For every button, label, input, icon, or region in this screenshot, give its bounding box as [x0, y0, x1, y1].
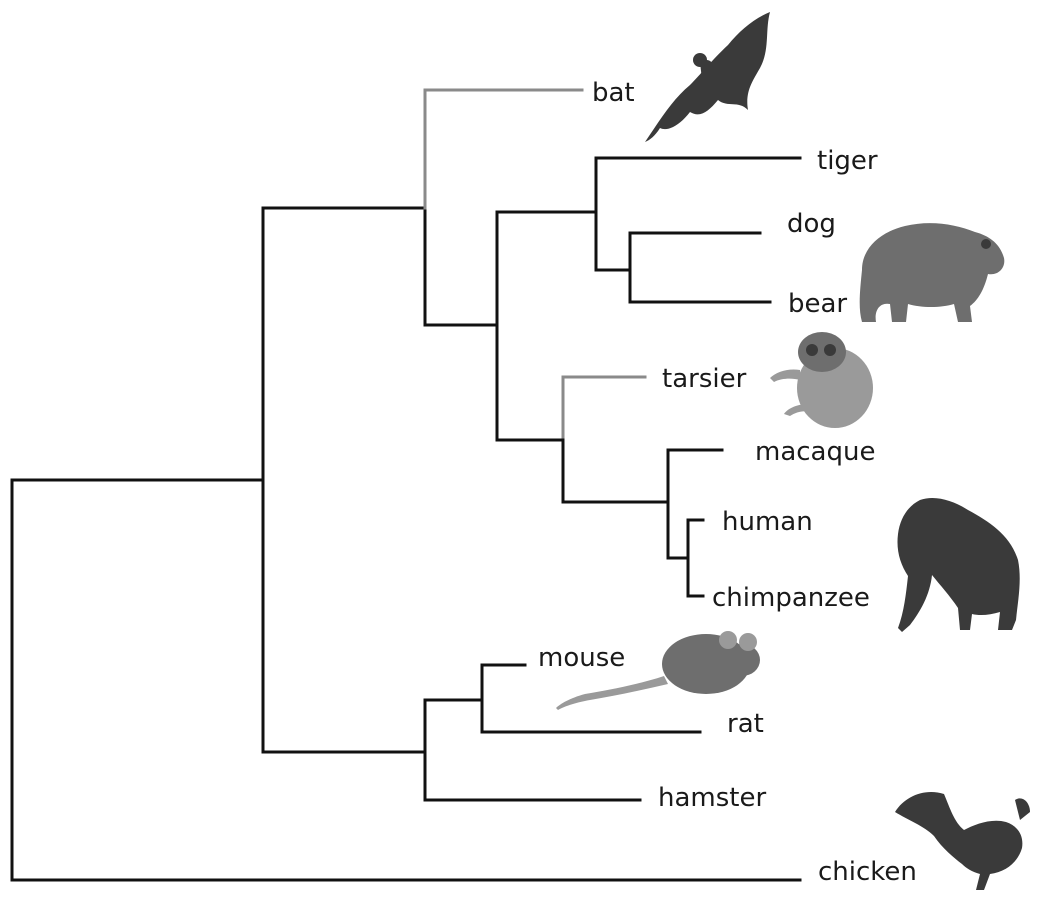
label-tiger: tiger [817, 146, 878, 176]
taxon-labels: bat tiger dog bear tarsier macaque human… [538, 78, 917, 887]
branch-dog-bear [594, 231, 762, 272]
label-chimpanzee: chimpanzee [712, 583, 870, 613]
label-dog: dog [787, 209, 836, 239]
label-bat: bat [592, 78, 635, 108]
branch-chimpanzee [686, 556, 705, 598]
label-rat: rat [727, 709, 764, 739]
bat-silhouette [645, 12, 770, 142]
label-bear: bear [788, 289, 847, 319]
chimpanzee-silhouette [897, 498, 1020, 632]
label-hamster: hamster [658, 783, 766, 813]
label-tarsier: tarsier [662, 364, 747, 394]
branch-bear [628, 268, 772, 304]
rooster-silhouette [895, 792, 1030, 890]
branch-anthropoids [561, 438, 670, 504]
branch-upper-clade [261, 206, 427, 327]
tarsier-silhouette [770, 332, 873, 428]
label-chicken: chicken [818, 857, 917, 887]
label-mouse: mouse [538, 643, 625, 673]
branch-tarsier [561, 375, 647, 442]
branch-hominids [666, 518, 705, 560]
bear-silhouette [859, 223, 1005, 322]
branch-bat [423, 88, 584, 210]
label-macaque: macaque [755, 437, 875, 467]
mouse-silhouette [556, 631, 760, 710]
branch-root [10, 478, 265, 882]
tree-branches [10, 88, 802, 882]
label-human: human [722, 507, 813, 537]
